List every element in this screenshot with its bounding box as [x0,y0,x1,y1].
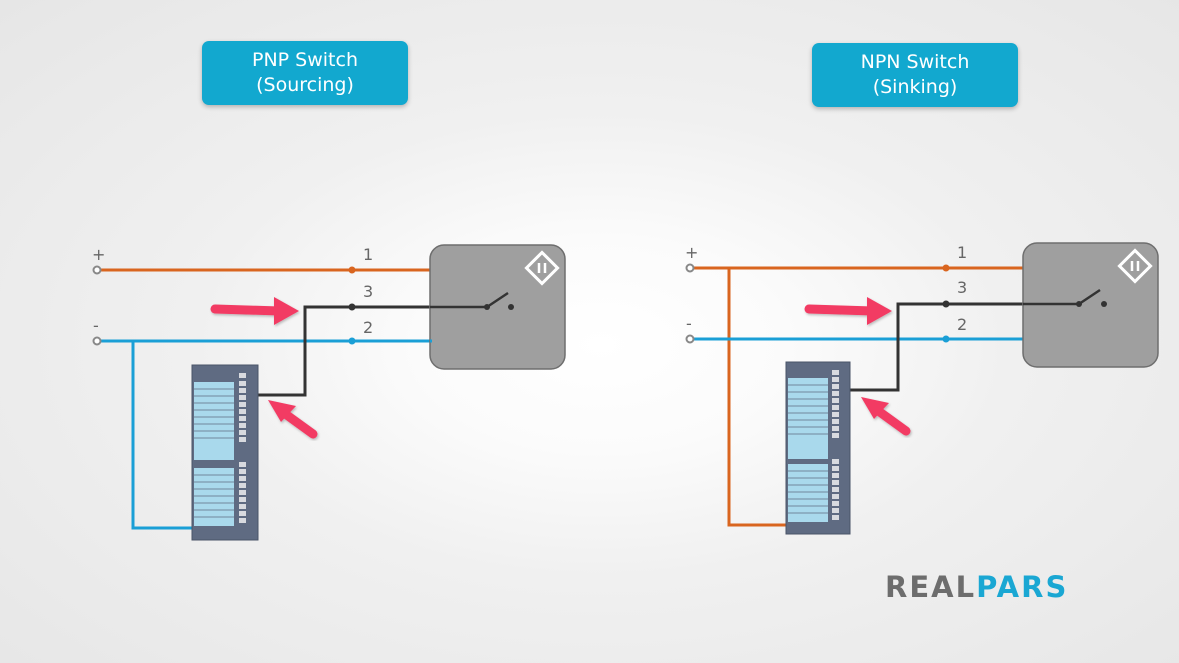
npn-minus-terminal [685,334,695,344]
npn-switch-contact [1023,288,1107,307]
pnp-wire-signal [245,305,485,397]
proximity-sensor-icon [1117,248,1153,284]
pnp-title-line1: PNP Switch [252,49,358,71]
pnp-input-module [191,364,259,541]
pink-arrow-icon [268,400,318,439]
npn-wire3-node [942,300,950,308]
pink-arrow-icon [210,297,299,325]
pnp-plus-label: + [92,245,105,264]
npn-title-line2: (Sinking) [872,76,958,98]
npn-wire-signal [838,302,1077,392]
realpars-logo: REALPARS [885,570,1115,604]
pnp-minus-label: - [93,316,99,335]
pink-arrow-icon [804,297,892,325]
npn-wire1-node [942,264,950,272]
pnp-wire1-node [348,266,356,274]
npn-wire1-label: 1 [957,243,967,262]
npn-wire3-label: 3 [957,278,967,297]
logo-pars-text: PARS [976,570,1069,604]
pnp-wire3-node [348,303,356,311]
pnp-switch-contact [430,291,514,343]
npn-title-box: NPN Switch (Sinking) [812,43,1018,107]
npn-wire2-label: 2 [957,315,967,334]
pnp-minus-terminal [92,336,102,346]
npn-plus-label: + [685,243,698,262]
proximity-sensor-icon [524,250,560,286]
pnp-title-box: PNP Switch (Sourcing) [202,41,408,105]
pnp-wire1-label: 1 [363,245,373,264]
pnp-wire2-label: 2 [363,318,373,337]
pnp-wire3-label: 3 [363,282,373,301]
npn-minus-label: - [686,314,692,333]
npn-input-module [785,361,851,535]
pnp-title-line2: (Sourcing) [256,74,354,96]
pink-arrow-icon [861,397,911,436]
npn-wire2-node [942,335,950,343]
npn-plus-terminal [685,263,695,273]
pnp-wire2-node [348,337,356,345]
pnp-plus-terminal [92,265,102,275]
pnp-circuit: + - 1 3 2 [92,244,566,541]
npn-title-line1: NPN Switch [860,51,970,73]
npn-circuit: + - 1 3 2 [685,242,1159,535]
logo-real-text: REAL [885,570,977,604]
